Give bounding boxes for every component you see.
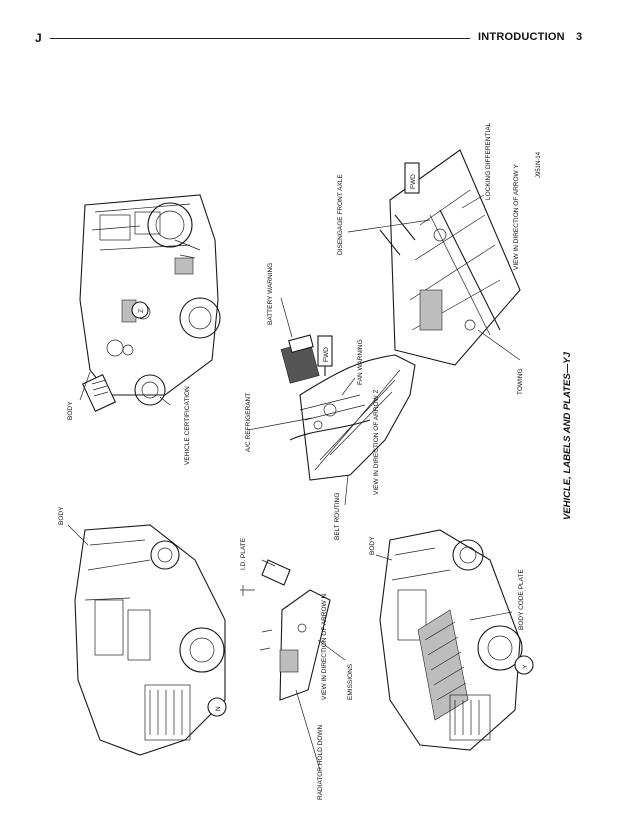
ac-refrigerant-label: A/C REFRIGERANT	[245, 393, 252, 452]
page-number: 3	[576, 31, 583, 43]
vehicle-certification-label: VEHICLE CERTIFICATION	[184, 386, 191, 465]
engine-compartment-illustration	[280, 334, 416, 481]
body-label-top-left: BODY	[58, 506, 65, 525]
radiator-detail-illustration	[240, 559, 331, 701]
section-title: INTRODUCTION	[478, 31, 565, 43]
radiator-hold-down-label: RADIATOR HOLD DOWN	[317, 724, 324, 800]
arrow-z-marker-circle	[131, 301, 149, 319]
emissions-label: EMISSIONS	[347, 663, 354, 700]
arrow-n-marker: N	[215, 706, 222, 711]
fan-warning-label: FAN WARNING	[357, 339, 364, 385]
belt-routing-label: BELT ROUTING	[334, 493, 341, 540]
section-letter: J	[35, 31, 42, 45]
figure-code: J951N-14	[536, 151, 542, 178]
body-label-top-right: BODY	[67, 401, 74, 420]
towing-label: TOWING	[517, 368, 524, 395]
fwd-label-1: FWD	[323, 347, 330, 362]
locking-differential-label: LOCKING DIFFERENTIAL	[485, 122, 492, 200]
vehicle-front-illustration	[74, 524, 227, 756]
vehicle-hood-open-illustration	[379, 529, 534, 751]
body-label-bottom: BODY	[369, 536, 376, 555]
body-code-plate-label: BODY CODE PLATE	[518, 569, 525, 630]
axle-underside-illustration	[379, 149, 521, 366]
fwd-label-2: FWD	[410, 174, 417, 189]
view-arrow-z-label: VIEW IN DIRECTION OF ARROW Z	[373, 390, 380, 495]
view-arrow-n-label: VIEW IN DIRECTION OF ARROW N	[321, 594, 328, 700]
id-plate-label: I.D. PLATE	[240, 537, 247, 570]
arrow-z-marker: Z	[138, 309, 145, 313]
view-arrow-y-label: VIEW IN DIRECTION OF ARROW Y	[513, 164, 520, 270]
arrow-y-marker: Y	[522, 664, 529, 669]
disengage-front-axle-label: DISENGAGE FRONT AXLE	[337, 174, 344, 255]
figure-caption: VEHICLE, LABELS AND PLATES—YJ	[562, 351, 573, 520]
header-rule	[50, 38, 470, 39]
battery-warning-label: BATTERY WARNING	[267, 263, 274, 325]
fwd-arrow-box-2	[404, 162, 420, 194]
vehicle-rear-illustration	[79, 194, 221, 412]
